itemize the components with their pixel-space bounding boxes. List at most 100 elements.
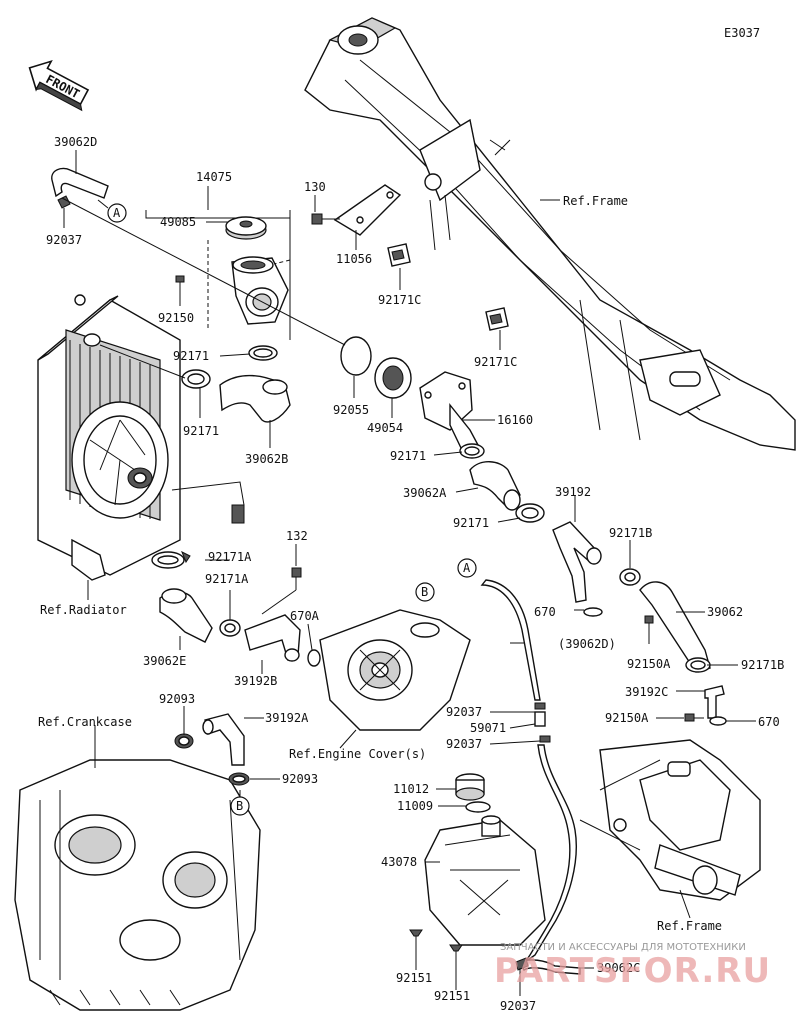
label-130: 130 [304,180,326,194]
label-11009: 11009 [397,799,433,813]
o-ring-92055 [340,336,372,376]
callout-B-top: B [415,582,435,602]
hose-39062E [159,588,213,643]
pipe-39192A [202,713,245,766]
ref-crankcase: Ref.Crankcase [38,715,132,729]
label-39192B: 39192B [234,674,277,688]
label-92093-2: 92093 [282,772,318,786]
seal-92093-1 [174,733,194,749]
label-92037-1: 92037 [446,705,482,719]
label-92171-c: 92171 [390,449,426,463]
svg-text:B: B [236,799,243,813]
callout-A-top: A [107,203,127,223]
ref-frame-bottom: Ref.Frame [657,919,722,933]
clamp-92171-b [181,369,211,389]
frame-lower [579,739,761,901]
label-39062D-paren: (39062D) [558,637,616,651]
o-ring-670-1 [583,607,603,617]
callout-B-bottom: B [230,796,250,816]
label-39192C: 39192C [625,685,668,699]
bolt-92150A-2 [684,713,704,722]
clamp-92171C-1 [387,243,411,267]
label-132: 132 [286,529,308,543]
clamp-92171-a [248,345,278,361]
label-49054: 49054 [367,421,403,435]
label-92171A-2: 92171A [205,572,249,586]
watermark: ЗАПЧАСТИ И АКСЕССУАРЫ ДЛЯ МОТОТЕХНИКИ PA… [494,942,771,991]
front-arrow-icon: FRONT [28,59,90,112]
clamp-92171B-1 [619,568,641,586]
label-92171C-2: 92171C [474,355,517,369]
seal-92093-2 [228,772,250,786]
bolt-92150A-1 [644,615,654,630]
pipe-39192 [552,521,602,603]
svg-text:A: A [113,206,121,220]
label-92151-1: 92151 [396,971,432,985]
fitting-59071 [534,711,546,727]
clamp-92171C-2 [485,307,509,331]
label-92171C-1: 92171C [378,293,421,307]
svg-text:B: B [421,585,428,599]
label-11056: 11056 [336,252,372,266]
pipe-39192B [244,614,301,662]
watermark-line2: PARTSFOR.RU [494,951,771,991]
label-92037-2: 92037 [446,737,482,751]
o-ring-670A [307,649,321,667]
label-59071: 59071 [470,721,506,735]
label-14075: 14075 [196,170,232,184]
label-670-2: 670 [758,715,780,729]
ref-frame-top: Ref.Frame [563,194,628,208]
label-39062C: 39062C [597,961,640,975]
svg-text:A: A [463,561,471,575]
diagram-id: E3037 [724,26,760,40]
label-92171-d: 92171 [453,516,489,530]
label-39062: 39062 [707,605,743,619]
callout-A-bottom: A [457,558,477,578]
hose-39062D-top [51,167,109,209]
label-92151-2: 92151 [434,989,470,1003]
label-92171-b: 92171 [183,424,219,438]
label-92037-bot: 92037 [500,999,536,1013]
hose-39062A [469,461,521,511]
watermark-line1: ЗАПЧАСТИ И АКСЕССУАРЫ ДЛЯ МОТОТЕХНИКИ [500,942,746,953]
leader-lines [61,150,756,996]
screw-92151-1 [409,929,423,958]
frame-main [304,17,796,451]
label-39062A: 39062A [403,486,447,500]
clamp-92171B-2 [685,657,711,673]
label-92171B-2: 92171B [741,658,784,672]
label-92171A-1: 92171A [208,550,252,564]
bracket-11056 [333,184,402,236]
label-39062E: 39062E [143,654,186,668]
label-16160: 16160 [497,413,533,427]
part-labels: 39062D 92037 14075 49085 130 11056 92171… [46,135,784,1013]
screw-92151-2 [449,944,463,970]
bolt-130 [311,213,340,225]
label-92171-a: 92171 [173,349,209,363]
clamp-92171A-1 [151,550,191,569]
hose-39062C [515,957,581,975]
bolt-92150 [175,275,185,300]
pipe-39192C [704,685,725,719]
hose-39062D-long [480,579,577,963]
label-39062B: 39062B [245,452,288,466]
label-92171B-1: 92171B [609,526,652,540]
label-670A: 670A [290,609,320,623]
label-92150: 92150 [158,311,194,325]
label-39192: 39192 [555,485,591,499]
label-39192A: 39192A [265,711,309,725]
ref-radiator: Ref.Radiator [40,603,127,617]
clamp-92171-c [459,443,485,459]
crankcase [14,759,261,1011]
label-39062D: 39062D [54,135,97,149]
label-92150A-2: 92150A [605,711,649,725]
clamp-92171A-2 [219,619,241,637]
clamp-92037-2 [539,735,551,743]
label-92055: 92055 [333,403,369,417]
clamp-92171-d [515,503,545,523]
label-670-1: 670 [534,605,556,619]
label-49085: 49085 [160,215,196,229]
radiator [37,294,245,581]
o-ring-670-2 [709,716,727,726]
